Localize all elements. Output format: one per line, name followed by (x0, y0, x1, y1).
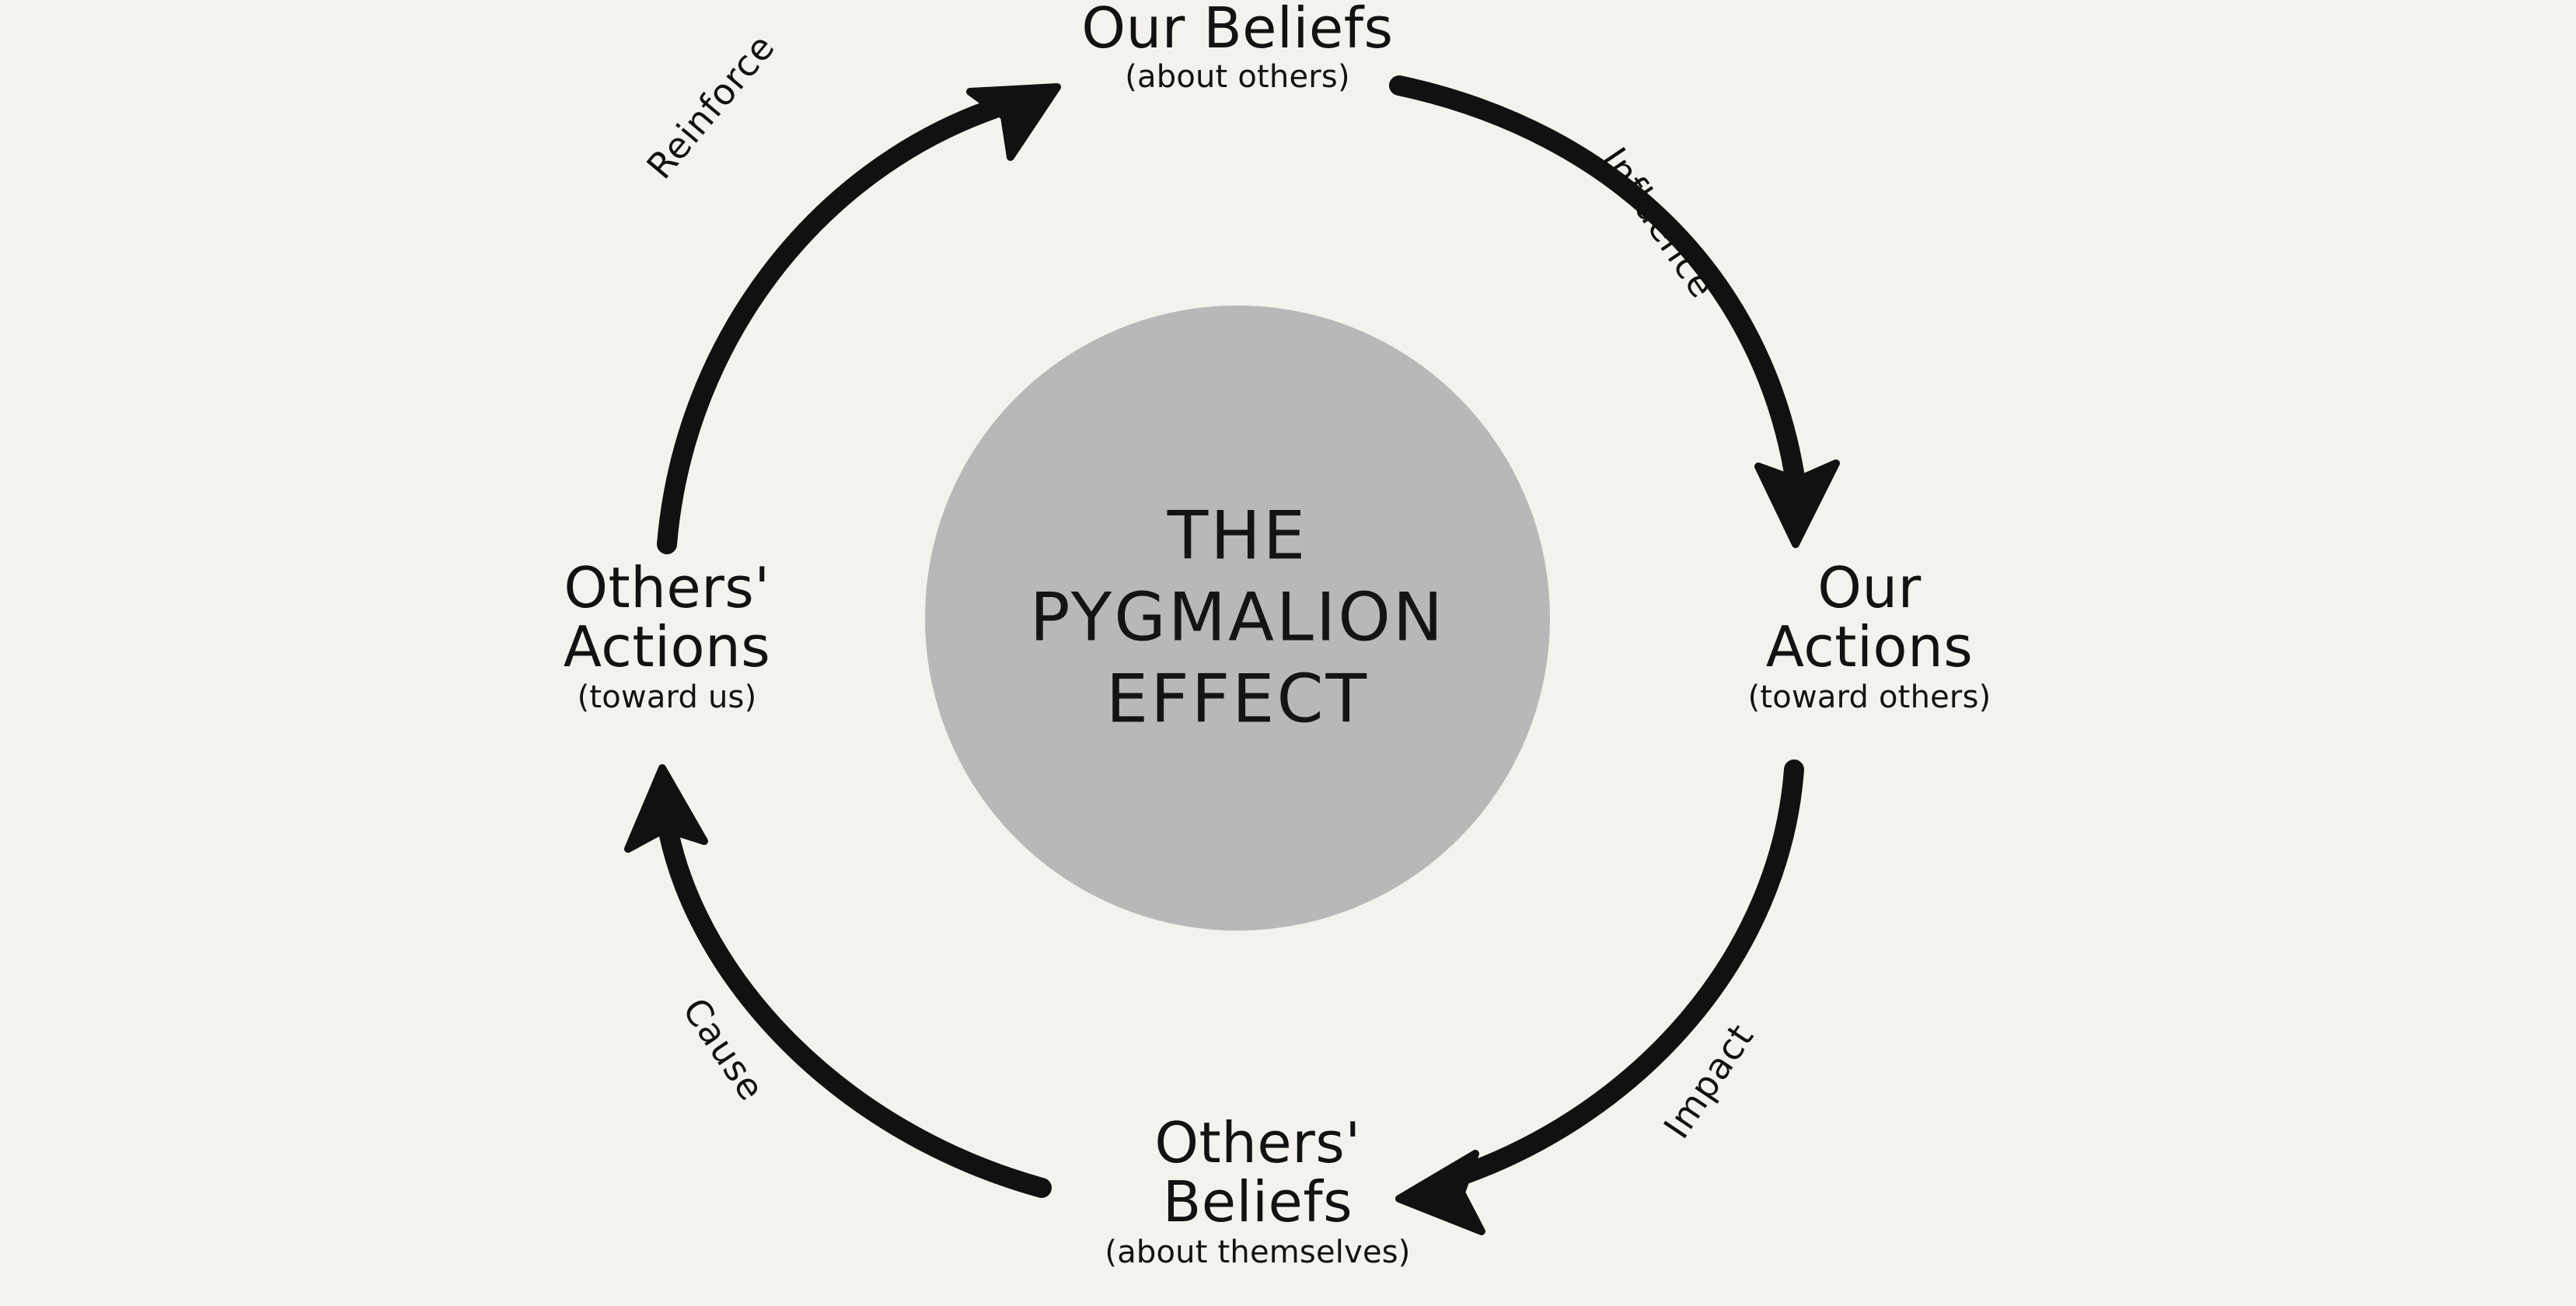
arrowhead-reinforce (966, 83, 1061, 161)
node-our-actions-title-line-2: Actions (1765, 614, 1974, 680)
node-others-beliefs: Others' Beliefs (about themselves) (1105, 1113, 1410, 1268)
node-our-actions-subtitle: (toward others) (1747, 679, 1991, 715)
node-others-beliefs-subtitle: (about themselves) (1105, 1234, 1411, 1270)
node-others-actions-subtitle: (toward us) (577, 679, 757, 715)
arrowhead-impact (1395, 1150, 1485, 1235)
center-circle (925, 306, 1550, 931)
node-others-beliefs-title-line-1: Others' (1154, 1110, 1361, 1175)
node-others-actions: Others' Actions (toward us) (564, 558, 771, 713)
arc-impact (1451, 760, 1804, 1186)
node-others-actions-title-line-2: Actions (563, 614, 771, 680)
node-our-beliefs-title: Our Beliefs (1081, 0, 1394, 61)
node-our-actions: Our Actions (toward others) (1748, 558, 1991, 713)
node-others-actions-title-line-1: Others' (564, 555, 770, 620)
arc-influence (1389, 75, 1806, 492)
arrow-arcs-group (624, 75, 1840, 1235)
node-our-beliefs-subtitle: (about others) (1125, 59, 1350, 96)
arc-reinforce (657, 99, 1004, 554)
node-others-beliefs-title-line-2: Beliefs (1162, 1169, 1353, 1235)
arc-cause (658, 822, 1052, 1198)
center-title-line-3: EFFECT (1105, 660, 1370, 739)
arrowhead-influence (1754, 459, 1840, 548)
center-title: THE PYGMALION EFFECT (965, 496, 1510, 741)
node-our-actions-title-line-1: Our (1817, 555, 1922, 620)
center-title-line-2: PYGMALION (1029, 578, 1446, 657)
center-title-line-1: THE (1167, 497, 1308, 575)
node-our-beliefs: Our Beliefs (about others) (1081, 0, 1393, 93)
arrowhead-cause (624, 764, 708, 853)
